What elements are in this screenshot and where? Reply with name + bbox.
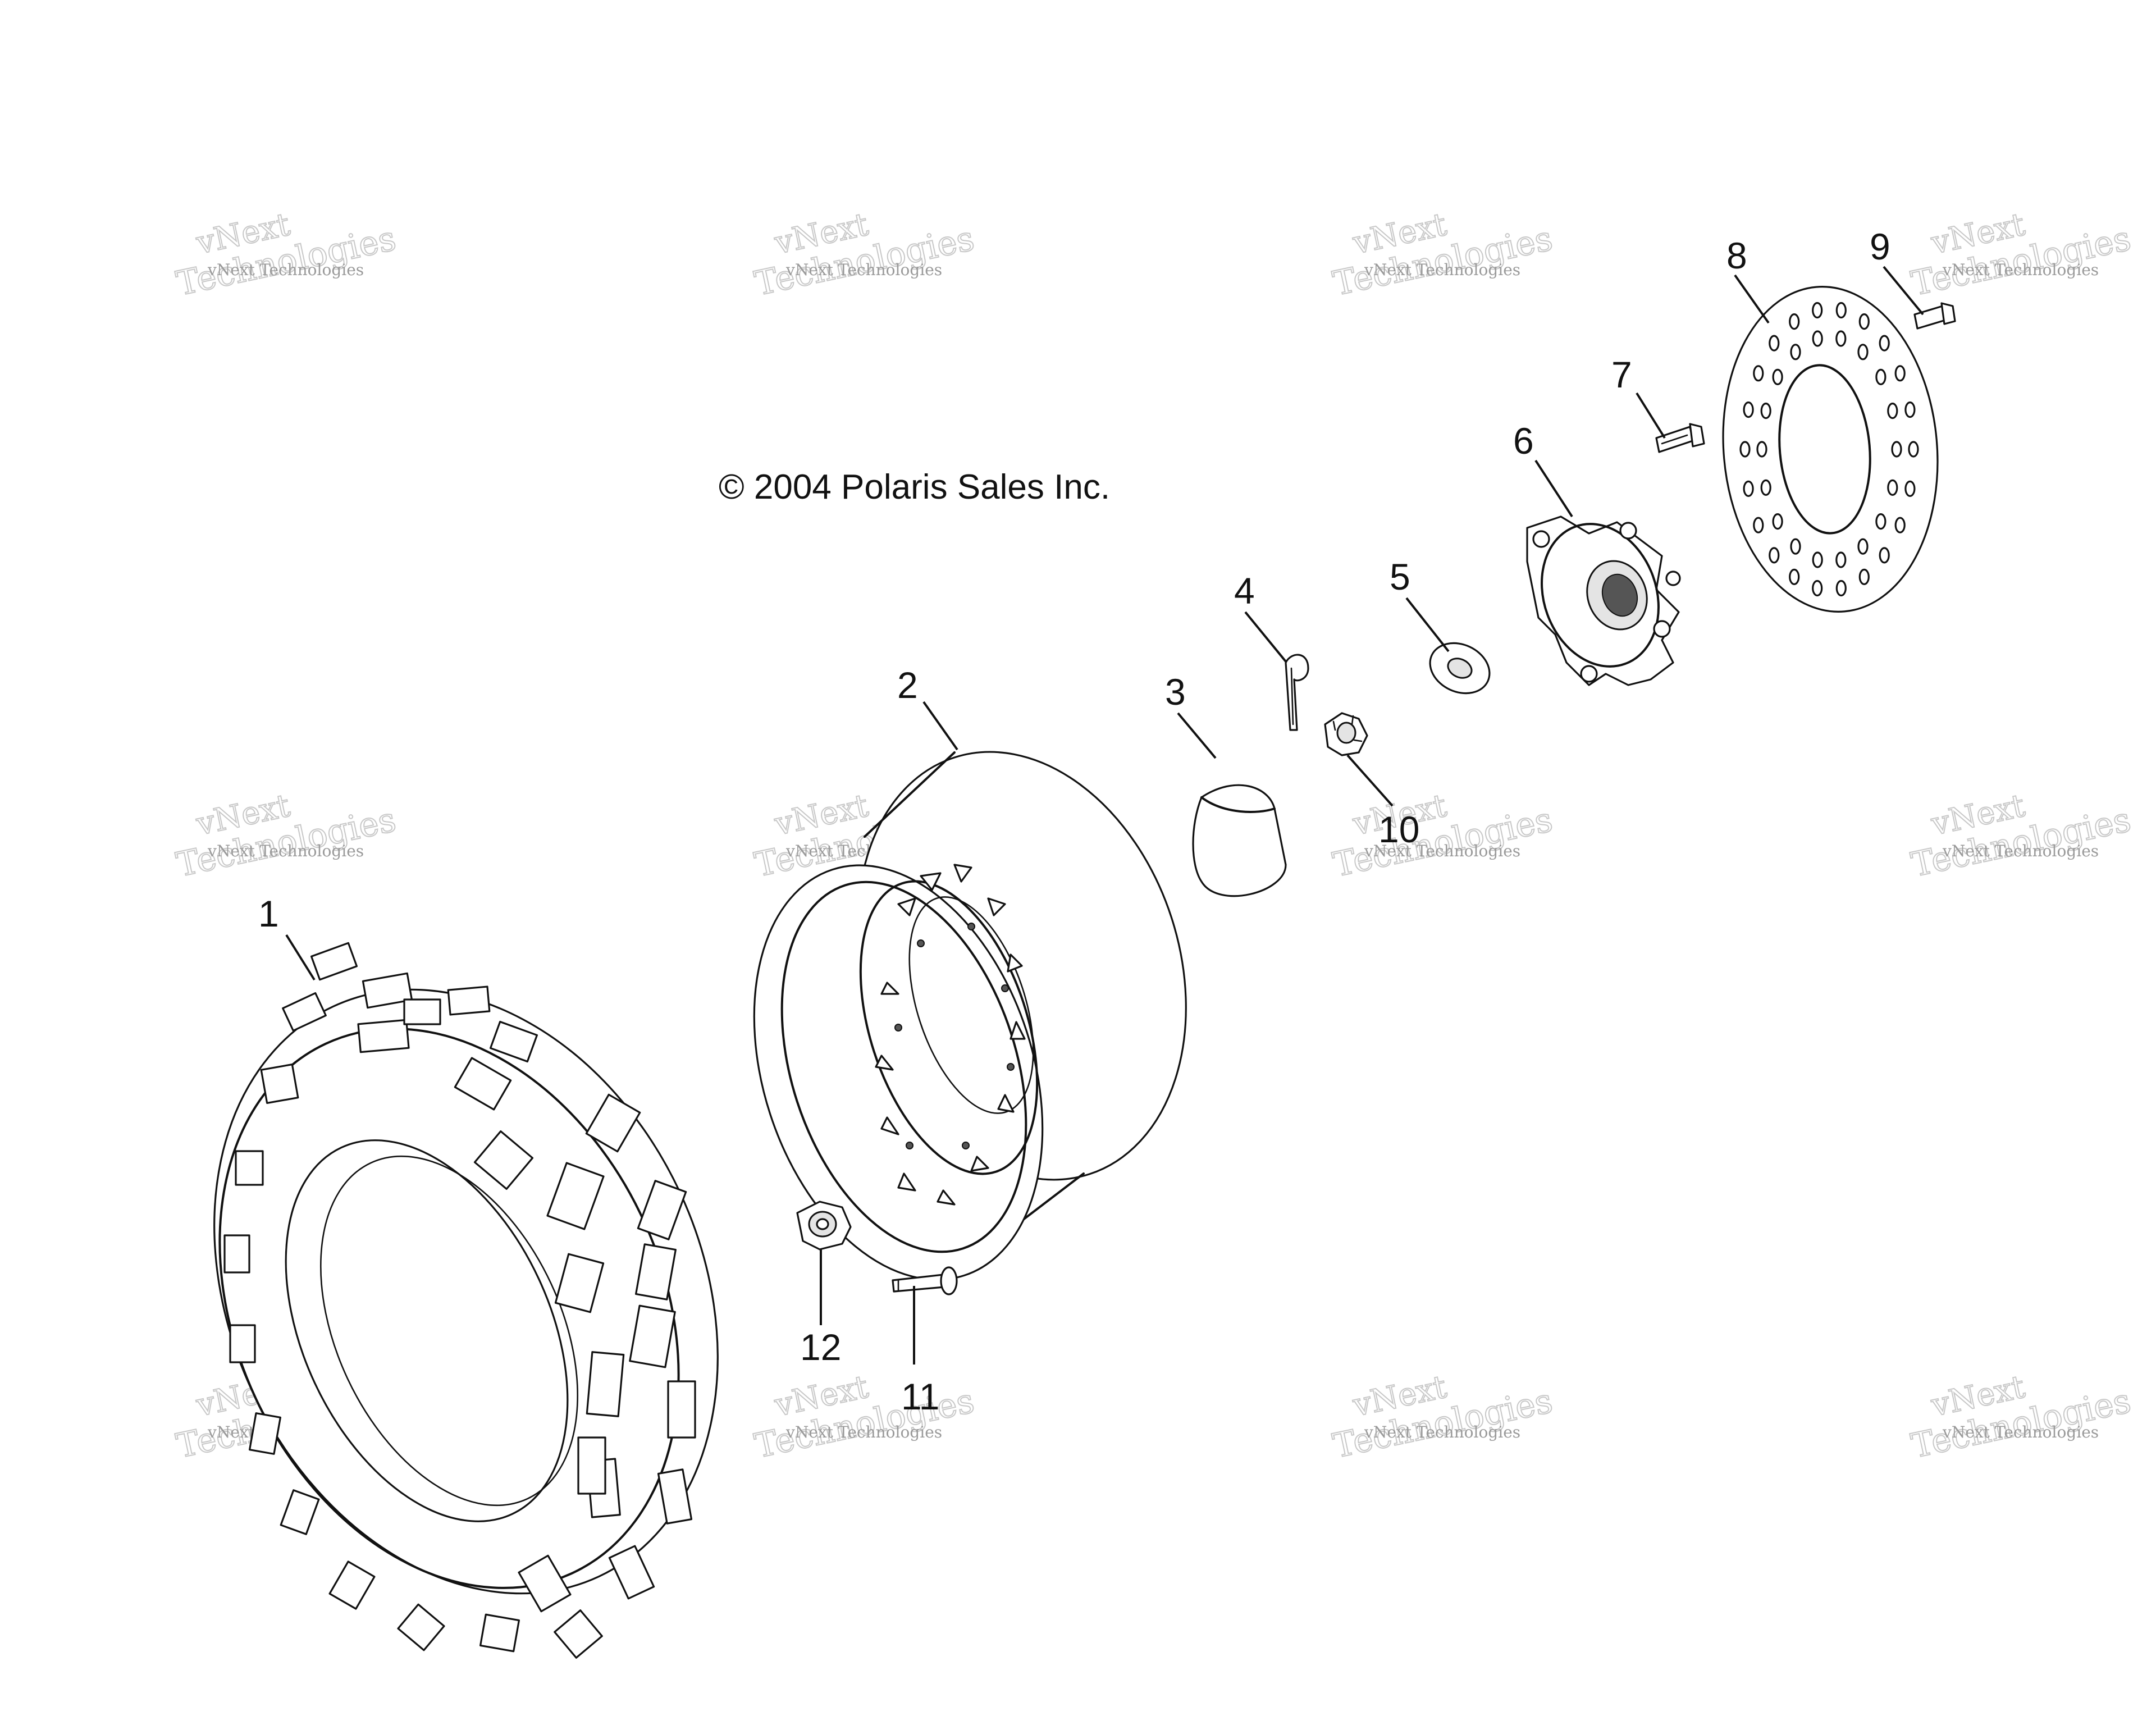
disc-hole xyxy=(1904,480,1916,498)
hub-part-6[interactable] xyxy=(1523,508,1681,686)
disc-hole xyxy=(1756,441,1767,458)
copyright-notice: © 2004 Polaris Sales Inc. xyxy=(719,468,1110,506)
disc-hole xyxy=(1879,547,1890,564)
callout-4: 4 xyxy=(1234,570,1255,611)
disc-hole xyxy=(1887,402,1898,419)
rim-cutouts xyxy=(875,864,1026,1206)
disc-hole xyxy=(1904,401,1916,418)
disc-hole xyxy=(1835,551,1847,568)
disc-hole xyxy=(1789,568,1800,586)
disc-hole xyxy=(1812,330,1823,347)
disc-hole xyxy=(1894,365,1906,382)
svg-text:vNext Technologies: vNext Technologies xyxy=(1364,842,1520,860)
disc-hole xyxy=(1835,330,1847,347)
disc-hole xyxy=(1789,313,1800,330)
brake-disc-part-8[interactable] xyxy=(1710,278,1951,621)
tire-tread-blocks xyxy=(223,942,696,1659)
callout-6: 6 xyxy=(1513,420,1534,462)
svg-text:vNext Technologies: vNext Technologies xyxy=(207,261,364,279)
svg-text:vNext Technologies: vNext Technologies xyxy=(1364,1423,1520,1441)
callout-11: 11 xyxy=(901,1376,940,1417)
wheel-rim-part-2[interactable] xyxy=(704,709,1239,1317)
disc-hole xyxy=(1857,538,1869,555)
disc-hole xyxy=(1790,538,1801,555)
svg-text:vNext Technologies: vNext Technologies xyxy=(1942,1423,2099,1441)
disc-hole xyxy=(1894,517,1906,533)
disc-hole xyxy=(1858,568,1870,586)
disc-hole xyxy=(1879,335,1890,352)
disc-hole xyxy=(1743,401,1754,418)
disc-hole xyxy=(1790,344,1801,360)
disc-hole xyxy=(1875,513,1886,530)
callout-8: 8 xyxy=(1726,235,1747,276)
disc-hole xyxy=(1887,479,1898,496)
lug-nut-part-12[interactable] xyxy=(796,1201,852,1251)
svg-text:vNext Technologies: vNext Technologies xyxy=(785,1423,942,1441)
leader-lines xyxy=(285,266,1924,1365)
stud-part-11[interactable] xyxy=(892,1266,958,1295)
bolt-part-7[interactable] xyxy=(1655,423,1705,453)
cotter-pin-part-4[interactable] xyxy=(1285,654,1309,731)
callout-10: 10 xyxy=(1378,809,1419,850)
svg-text:vNext Technologies: vNext Technologies xyxy=(785,261,942,279)
callout-9: 9 xyxy=(1870,226,1890,267)
svg-text:vNext Technologies: vNext Technologies xyxy=(1942,261,2099,279)
callout-7: 7 xyxy=(1611,354,1632,395)
disc-hole xyxy=(1743,480,1754,498)
disc-hole xyxy=(1760,402,1771,419)
disc-hole xyxy=(1812,551,1823,568)
disc-hole xyxy=(1835,579,1847,597)
disc-hole xyxy=(1753,517,1764,533)
disc-holes xyxy=(1739,302,1919,597)
callout-12: 12 xyxy=(800,1326,841,1368)
svg-text:vNext Technologies: vNext Technologies xyxy=(207,842,364,860)
callout-3: 3 xyxy=(1165,671,1186,713)
disc-hole xyxy=(1812,579,1823,597)
disc-hole xyxy=(1772,513,1783,530)
disc-hole xyxy=(1858,313,1870,330)
disc-hole xyxy=(1753,365,1764,382)
bolt-part-9[interactable] xyxy=(1913,302,1956,330)
disc-hole xyxy=(1760,479,1771,496)
callout-1: 1 xyxy=(258,893,279,934)
washer-part-5[interactable] xyxy=(1422,634,1497,703)
disc-hole xyxy=(1908,441,1919,458)
disc-hole xyxy=(1769,335,1780,352)
disc-hole xyxy=(1875,368,1886,386)
tire-part-1[interactable] xyxy=(120,907,813,1676)
callout-5: 5 xyxy=(1390,556,1410,597)
disc-hole xyxy=(1812,302,1823,319)
disc-hole xyxy=(1857,344,1869,360)
disc-hole xyxy=(1835,302,1847,319)
disc-hole xyxy=(1769,547,1780,564)
castle-nut-part-10[interactable] xyxy=(1324,712,1368,756)
disc-hole xyxy=(1739,441,1751,458)
hub-cap-part-3[interactable] xyxy=(1192,784,1287,897)
svg-text:vNext Technologies: vNext Technologies xyxy=(1364,261,1520,279)
disc-hole xyxy=(1772,368,1783,386)
disc-hole xyxy=(1891,441,1902,458)
callout-2: 2 xyxy=(897,664,918,706)
svg-text:vNext Technologies: vNext Technologies xyxy=(1942,842,2099,860)
callout-labels: 1 2 3 4 5 6 7 8 9 10 11 12 xyxy=(258,226,1890,1417)
